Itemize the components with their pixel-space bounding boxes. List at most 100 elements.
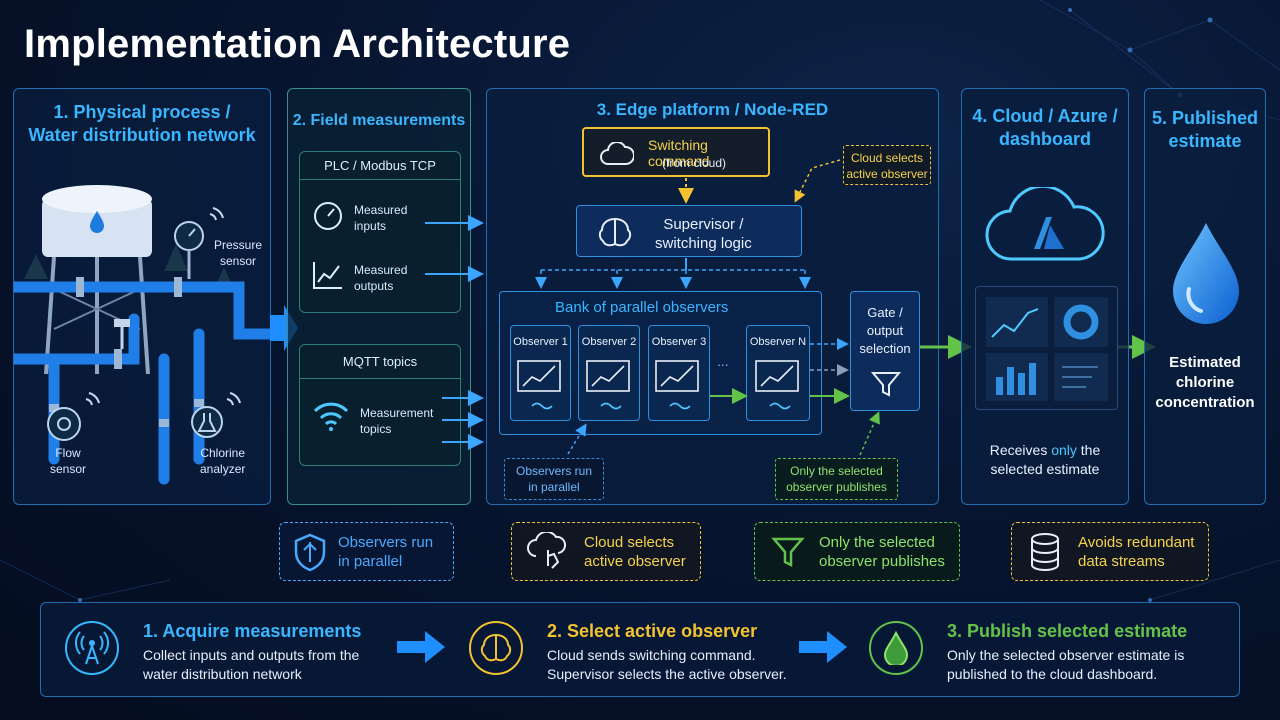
gate-box: Gate / output selection [850,291,920,411]
physical-title-line2: Water distribution network [28,125,256,145]
database-icon [1031,532,1059,571]
brain-icon [480,633,512,662]
physical-process-panel: 1. Physical process / Water distribution… [13,88,272,505]
chlorine-analyzer-label: Chlorine analyzer [200,445,245,477]
switching-command-box: Switching command (from cloud) [582,127,770,177]
dashboard-charts-icon [986,297,1108,401]
step-3-title: 3. Publish selected estimate [947,621,1188,641]
flow-label-line1: Flow [55,446,81,460]
cloud-selects-note: Cloud selects active observer [843,145,931,185]
step-3: 3. Publish selected estimate Only the se… [947,621,1187,684]
badge-redundant-line2: data streams [1078,552,1165,570]
trend-chart-icon [517,360,799,392]
badge-cloud-line2: active observer [584,552,686,570]
measured-outputs-label: Measured outputs [354,262,407,294]
gauge-icon [314,202,342,230]
badge-redundant-line1: Avoids redundant [1078,533,1195,551]
topics-label-line2: topics [360,422,392,436]
filter-icon [771,537,805,567]
badge-cloud-text: Cloud selects active observer [584,533,686,571]
published-panel: 5. Published estimate Estimated chlorine… [1144,88,1266,505]
est-line2: chlorine [1175,374,1235,391]
gate-line2: output [866,323,904,338]
step-arrow-2-icon [799,631,847,663]
step-1-desc-line2: water distribution network [143,666,302,682]
switching-command-label: Switching command [648,137,710,169]
parallel-note-line1: Observers run [515,464,593,478]
badge-parallel-text: Observers run in parallel [338,533,433,571]
published-title-line1: 5. Published [1151,108,1259,128]
observer-2-label: Observer 2 [581,336,637,348]
parallel-note-line2: in parallel [528,480,580,494]
badge-only-selected: Only the selected observer publishes [754,522,960,581]
observer-1-label: Observer 1 [513,336,568,348]
mqtt-box: MQTT topics Measurement topics [299,344,461,466]
receives-only: only [1051,442,1077,458]
page-title: Implementation Architecture [24,22,571,66]
badge-cloud-line1: Cloud selects [584,533,675,551]
badge-redundant-text: Avoids redundant data streams [1078,533,1194,571]
step-3-icon-circle [869,621,923,675]
chlorine-label-line2: analyzer [200,462,246,476]
droplet-icon [883,631,909,665]
switching-command-sub: (from cloud) [662,156,727,170]
wifi-icon [313,402,349,431]
step-1-desc: Collect inputs and outputs from the wate… [143,646,361,684]
gate-filter-icon [871,372,901,397]
badge-parallel-line2: in parallel [338,552,403,570]
azure-cloud-icon [985,187,1105,261]
receives-post: the [1076,442,1101,458]
chlorine-analyzer-icon [191,392,241,438]
flow-sensor-icon [47,392,100,441]
cloud-receives-text: Receives only the selected estimate [962,441,1128,479]
cloud-receives-line1: Receives only the [962,441,1128,460]
badge-avoids-redundant: Avoids redundant data streams [1011,522,1209,581]
step-2: 2. Select active observer Cloud sends sw… [547,621,787,684]
cloud-click-icon [527,531,567,569]
publish-note-line1: Only the selected [790,464,883,478]
physical-panel-title: 1. Physical process / Water distribution… [14,101,270,147]
edge-panel-title: 3. Edge platform / Node-RED [596,100,829,119]
pressure-sensor-icon [174,207,224,279]
plc-box: PLC / Modbus TCP Measured inputs Measure… [299,151,461,313]
observer-n-label: Observer N [749,336,807,348]
wave-icon [531,402,791,410]
gate-line3: selection [859,341,911,356]
outputs-label-line2: outputs [354,279,394,293]
step-3-desc-line2: published to the cloud dashboard. [947,666,1158,682]
estimated-chlorine-text: Estimated chlorine concentration [1145,353,1265,413]
step-2-desc-line2: Supervisor selects the active observer. [547,666,787,682]
supervisor-line2: switching logic [655,235,752,252]
step-3-desc-line1: Only the selected observer estimate is [947,647,1185,663]
physical-title-line1: 1. Physical process / [53,102,231,122]
publish-note: Only the selected observer publishes [775,458,898,500]
step-1: 1. Acquire measurements Collect inputs a… [143,621,361,684]
measured-inputs-label: Measured inputs [354,202,407,234]
cloud-title-line1: 4. Cloud / Azure / [972,106,1118,126]
badge-selected-text: Only the selected observer publishes [819,533,945,571]
cloud-note-line1: Cloud selects [850,151,924,165]
step-arrow-1-icon [397,631,445,663]
cloud-receives-line2: selected estimate [990,461,1100,477]
pressure-label-line1: Pressure [214,238,263,252]
cloud-note-line2: active observer [846,167,928,181]
observer-3-label: Observer 3 [651,336,707,348]
cloud-panel: 4. Cloud / Azure / dashboard Receives on… [961,88,1129,505]
step-1-desc-line1: Collect inputs and outputs from the [143,647,360,663]
published-title-line2: estimate [1168,131,1242,151]
receives-pre: Receives [989,442,1052,458]
field-measurements-panel: 2. Field measurements PLC / Modbus TCP M… [287,88,471,505]
step-2-icon-circle [469,621,523,675]
dashboard-widget [975,286,1118,410]
inputs-label-line1: Measured [354,203,408,217]
chlorine-label-line1: Chlorine [200,446,246,460]
supervisor-box: Supervisor / switching logic [576,205,802,257]
gate-line1: Gate / [867,305,903,320]
steps-bar: 1. Acquire measurements Collect inputs a… [40,602,1240,697]
observer-ellipsis: ... [717,353,729,369]
badge-selected-line1: Only the selected [819,533,935,551]
pressure-sensor-label: Pressure sensor [214,237,262,269]
droplet-icon [1173,223,1239,324]
pressure-label-line2: sensor [220,254,257,268]
